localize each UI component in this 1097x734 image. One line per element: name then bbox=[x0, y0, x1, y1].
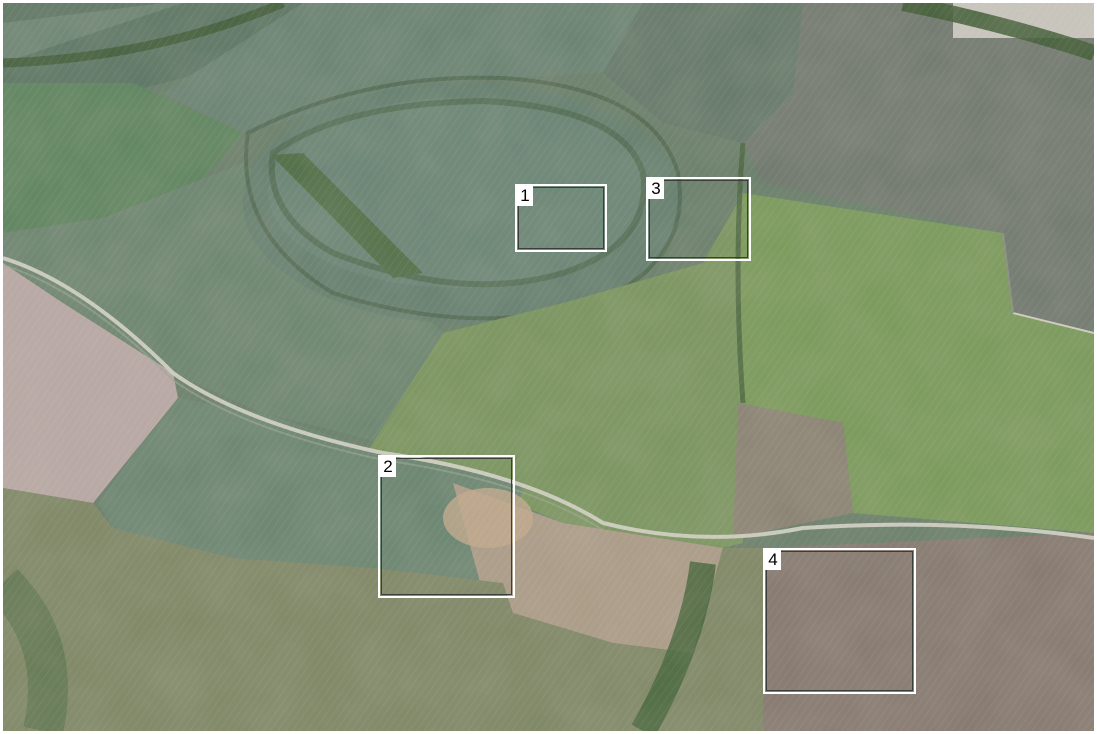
aerial-photo: 1 2 3 4 bbox=[3, 3, 1094, 731]
marker-box-3: 3 bbox=[646, 177, 751, 261]
marker-label: 3 bbox=[648, 179, 664, 199]
marker-box-2: 2 bbox=[378, 455, 515, 598]
marker-label: 2 bbox=[380, 457, 396, 477]
marker-box-1: 1 bbox=[515, 184, 607, 252]
marker-label: 1 bbox=[517, 186, 533, 206]
aerial-landscape bbox=[3, 3, 1094, 731]
marker-label: 4 bbox=[765, 550, 781, 570]
marker-box-4: 4 bbox=[763, 548, 916, 694]
